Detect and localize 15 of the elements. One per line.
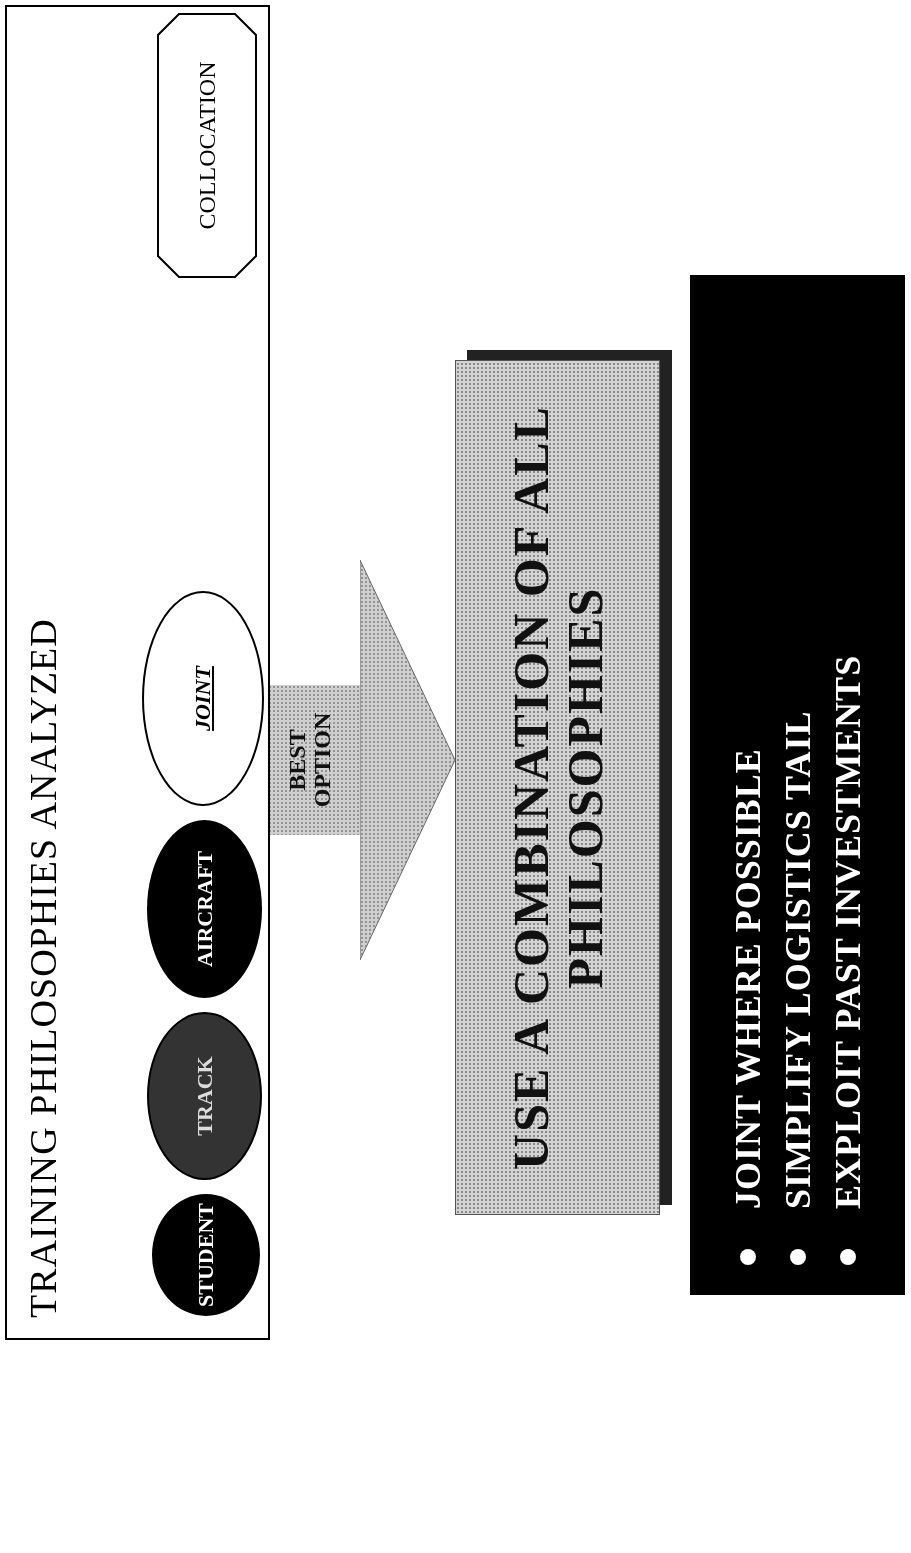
list-item: JOINT WHERE POSSIBLE [726, 748, 769, 1209]
block-arrow [270, 559, 456, 961]
box-title: TRAINING PHILOSOPHIES ANALYZED [21, 618, 65, 1318]
shape-label: JOINT [190, 666, 216, 731]
list-box [690, 275, 905, 1295]
shape-label: COLLOCATION [193, 61, 221, 230]
shape-label: AIRCRAFT [191, 850, 218, 968]
frame-box [5, 5, 270, 1340]
list-item: SIMPLIFY LOGISTICS TAIL [776, 710, 819, 1209]
octagon-shape [157, 13, 257, 278]
box-text: USE A COMBINATION OF ALL PHILOSOPHIES [503, 404, 612, 1172]
edge-label: BEST OPTION [285, 711, 336, 810]
shape-label: TRACK [191, 1056, 218, 1136]
list-item: EXPLOIT PAST INVESTMENTS [826, 654, 869, 1209]
shape-label: STUDENT [193, 1203, 219, 1307]
